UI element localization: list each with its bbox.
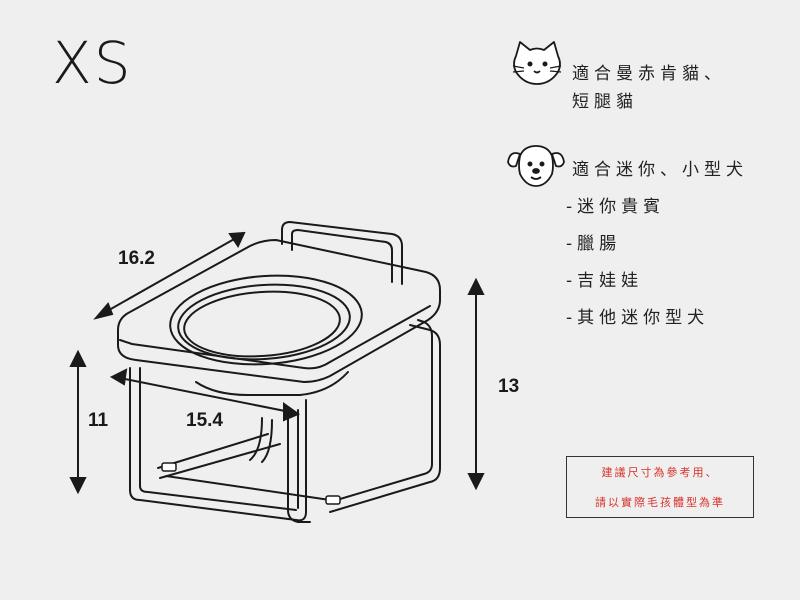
front-leg bbox=[287, 409, 311, 523]
note-line-2: 請以實際毛孩體型為準 bbox=[595, 496, 725, 509]
bottom-crossbar bbox=[157, 433, 281, 479]
total-height-label: 13 bbox=[498, 376, 520, 397]
cat-line-2: 短腿貓 bbox=[572, 92, 638, 112]
inner-width-label: 15.4 bbox=[186, 410, 223, 431]
dog-heading: 適合迷你、小型犬 bbox=[572, 160, 748, 180]
cat-line-1: 適合曼赤肯貓、 bbox=[572, 64, 726, 84]
left-leg-frame bbox=[129, 367, 307, 522]
list-item: -臘腸 bbox=[566, 234, 622, 254]
inner-width-arrow bbox=[119, 377, 291, 413]
cat-suitability-text: 適合曼赤肯貓、 短腿貓 bbox=[572, 60, 726, 116]
screw-left bbox=[161, 462, 177, 472]
right-leg-frame bbox=[329, 324, 441, 513]
size-note-box: 建議尺寸為參考用、 請以實際毛孩體型為準 bbox=[566, 456, 754, 518]
cat-face-icon bbox=[512, 41, 562, 85]
top-length-arrow bbox=[101, 237, 237, 315]
size-label: XS bbox=[52, 29, 133, 97]
note-line-1: 建議尺寸為參考用、 bbox=[601, 466, 719, 479]
top-length-label: 16.2 bbox=[118, 248, 155, 269]
screw-right bbox=[325, 495, 341, 505]
list-item: -其他迷你型犬 bbox=[566, 308, 710, 328]
top-tray bbox=[117, 239, 441, 383]
handle bbox=[281, 221, 403, 285]
dog-face-icon bbox=[507, 145, 565, 187]
bowl-rim bbox=[169, 274, 363, 366]
list-item: -迷你貴賓 bbox=[566, 197, 666, 217]
list-item: -吉娃娃 bbox=[566, 271, 644, 291]
bowl-underside bbox=[195, 371, 349, 396]
dog-breed-list: -迷你貴賓 -臘腸 -吉娃娃 -其他迷你型犬 bbox=[566, 194, 709, 342]
front-height-label: 11 bbox=[88, 410, 109, 431]
